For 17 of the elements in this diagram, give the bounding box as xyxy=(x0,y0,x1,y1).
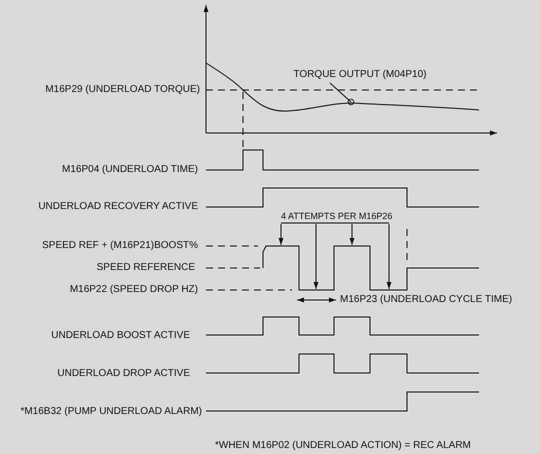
signal-label: UNDERLOAD RECOVERY ACTIVE xyxy=(38,201,198,213)
signal-label: M16P04 (UNDERLOAD TIME) xyxy=(62,164,198,176)
leader-line xyxy=(330,82,354,106)
arrow xyxy=(350,224,354,246)
signal-label: M16P22 (SPEED DROP HZ) xyxy=(70,284,198,296)
arrow xyxy=(314,224,318,290)
signal-label: SPEED REF + (M16P21)BOOST% xyxy=(42,240,198,252)
signal-label: SPEED REFERENCE xyxy=(96,262,195,274)
arrow xyxy=(386,224,392,290)
signal-label: UNDERLOAD BOOST ACTIVE xyxy=(51,330,190,342)
signal-label: M16P29 (UNDERLOAD TORQUE) xyxy=(45,84,200,96)
signal-label: M16P23 (UNDERLOAD CYCLE TIME) xyxy=(340,294,512,306)
arrow xyxy=(278,224,284,246)
signal-label: UNDERLOAD DROP ACTIVE xyxy=(57,368,190,380)
annotation-text: TORQUE OUTPUT (M04P10) xyxy=(292,69,428,81)
footnote: *WHEN M16P02 (UNDERLOAD ACTION) = REC ALARM xyxy=(215,440,471,452)
signal-label: *M16B32 (PUMP UNDERLOAD ALARM) xyxy=(20,406,202,418)
